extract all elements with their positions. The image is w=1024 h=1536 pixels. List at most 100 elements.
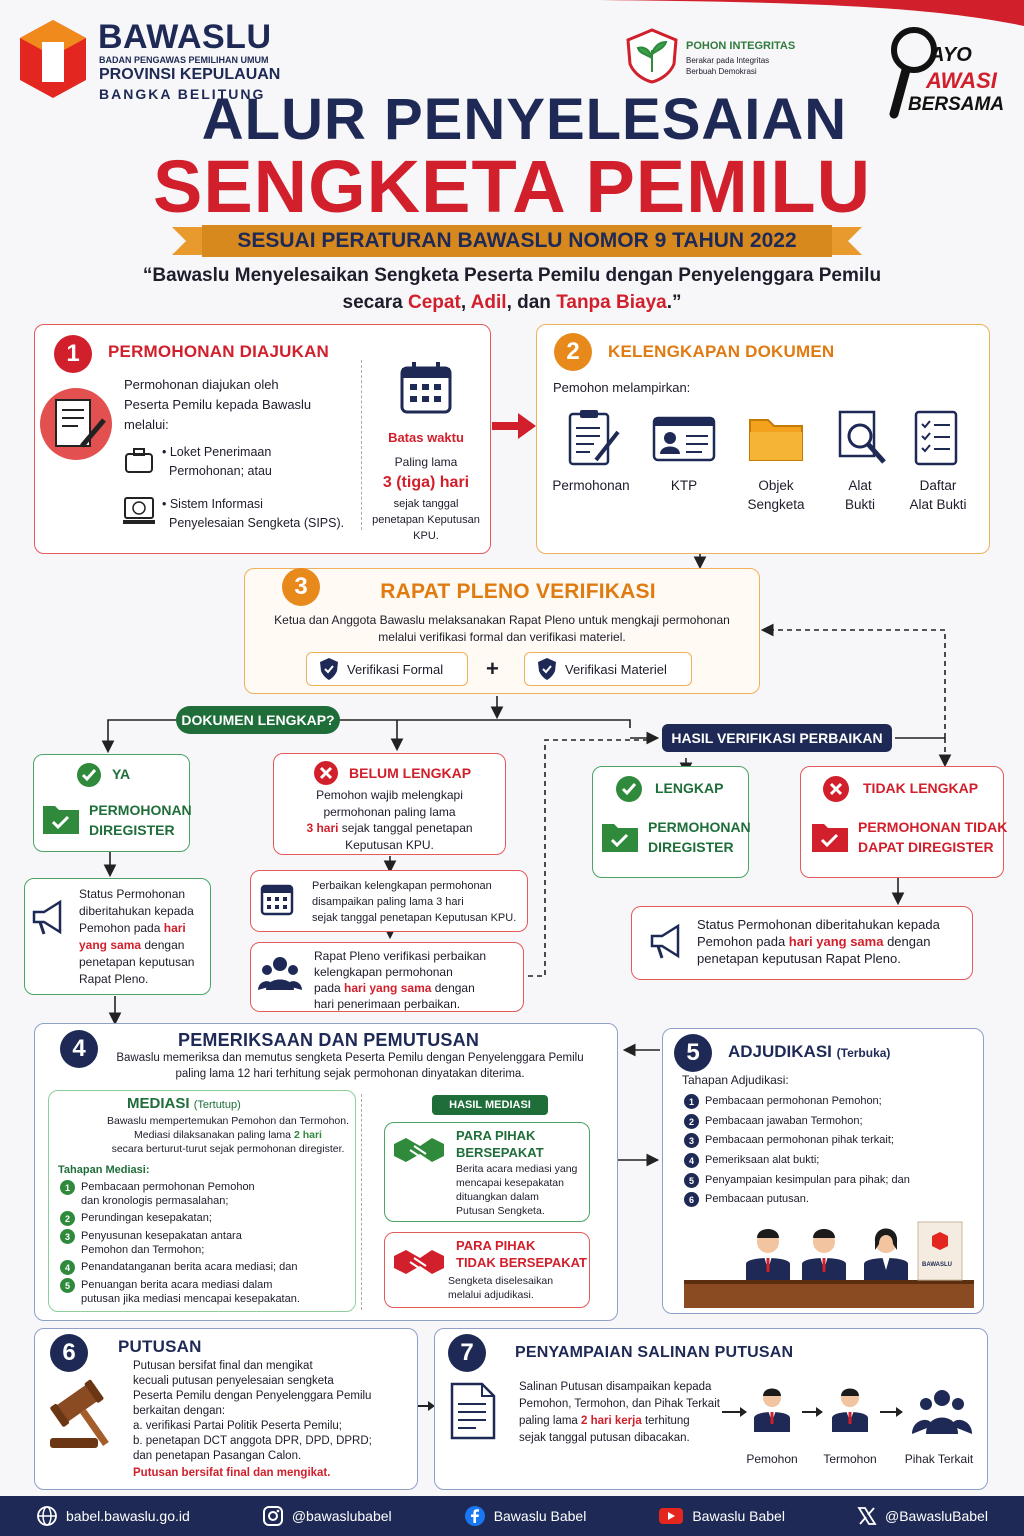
check-circle-icon xyxy=(76,762,102,788)
step7-title: PENYAMPAIAN SALINAN PUTUSAN xyxy=(515,1344,794,1361)
step6-title: PUTUSAN xyxy=(118,1337,202,1356)
verifikasi-materiel-pill: Verifikasi Materiel xyxy=(524,652,692,686)
dokumen-lengkap-pill: DOKUMEN LENGKAP? xyxy=(176,706,340,734)
step7-number: 7 xyxy=(448,1334,486,1372)
shield-check-icon xyxy=(538,658,556,680)
check-circle-icon xyxy=(615,775,643,803)
pohon-title: POHON INTEGRITAS xyxy=(686,40,796,52)
meeting-people-icon xyxy=(258,954,302,992)
recipient-pihak-terkait: Pihak Terkait xyxy=(904,1452,974,1466)
footer-youtube[interactable]: Bawaslu Babel xyxy=(658,1506,785,1526)
briefcase-icon xyxy=(124,446,154,474)
plus-sign: + xyxy=(486,656,499,681)
tahapan-adjudikasi-label: Tahapan Adjudikasi: xyxy=(682,1073,789,1087)
green-folder-check-icon xyxy=(41,802,81,836)
footer-instagram[interactable]: @bawaslubabel xyxy=(262,1505,392,1527)
step6-number: 6 xyxy=(50,1334,88,1372)
judges-panel-illustration xyxy=(684,1214,974,1310)
ya-label: YA xyxy=(112,766,131,782)
step5-title: ADJUDIKASI (Terbuka) xyxy=(728,1042,891,1061)
handshake-icon xyxy=(392,1244,446,1280)
belum-lengkap-card xyxy=(273,753,506,855)
x-circle-icon xyxy=(822,775,850,803)
step1-title: PERMOHONAN DIAJUKAN xyxy=(108,342,330,361)
shield-check-icon xyxy=(320,658,338,680)
quote-line2: secara Cepat, Adil, dan Tanpa Biaya.” xyxy=(342,292,682,313)
arrow-1-to-2 xyxy=(492,413,536,439)
gavel-icon xyxy=(44,1376,116,1452)
instagram-icon xyxy=(262,1506,283,1526)
brand-line2: PROVINSI KEPULAUAN xyxy=(99,66,281,83)
checklist-icon xyxy=(914,410,960,466)
recipients-flow xyxy=(722,1388,972,1434)
pohon-integritas-logo xyxy=(626,28,678,84)
handshake-icon xyxy=(392,1132,446,1168)
tidak-bersepakat-card xyxy=(384,1232,590,1308)
perbaikan-card xyxy=(250,870,528,932)
document-pen-icon xyxy=(38,386,114,462)
top-swoosh xyxy=(600,0,1024,26)
verifikasi-formal-pill: Verifikasi Formal xyxy=(306,652,468,686)
footer-website[interactable]: babel.bawaslu.go.id xyxy=(36,1505,190,1527)
title-ribbon xyxy=(172,225,862,257)
step1-batas-waktu: Batas waktu xyxy=(388,430,464,445)
quote-line1: “Bawaslu Menyelesaikan Sengketa Peserta … xyxy=(142,265,882,286)
bersepakat-card xyxy=(384,1122,590,1222)
title-ribbon-text: SESUAI PERATURAN BAWASLU NOMOR 9 TAHUN 2… xyxy=(237,229,797,252)
step5-number: 5 xyxy=(674,1034,712,1072)
pohon-sub2: Berbuah Demokrasi xyxy=(686,67,757,76)
mediasi-card xyxy=(48,1090,356,1312)
facebook-icon xyxy=(464,1506,485,1526)
brand-line1: BADAN PENGAWAS PEMILIHAN UMUM xyxy=(99,55,269,65)
step1-divider xyxy=(361,360,362,530)
step3-number: 3 xyxy=(282,568,320,606)
lengkap-label: LENGKAP xyxy=(655,780,724,796)
arrows-4-5 xyxy=(618,1043,660,1167)
judges-flag-text: BAWASLU xyxy=(922,1262,952,1268)
id-card-icon xyxy=(652,416,716,462)
magnifier-doc-icon xyxy=(836,410,888,466)
rapat-perbaikan-card xyxy=(250,942,524,1012)
green-folder-check-icon xyxy=(600,820,640,854)
tahapan-mediasi-label: Tahapan Mediasi: xyxy=(58,1164,150,1176)
footer-x[interactable]: @BawasluBabel xyxy=(857,1506,988,1526)
title-line2: SENGKETA PEMILU xyxy=(152,145,872,228)
hasil-verifikasi-pill: HASIL VERIFIKASI PERBAIKAN xyxy=(662,724,892,752)
step6-card xyxy=(34,1328,418,1490)
tidak-status-card xyxy=(631,906,973,980)
belum-lengkap-label: BELUM LENGKAP xyxy=(349,765,472,781)
recipient-pemohon: Pemohon xyxy=(746,1452,798,1466)
red-folder-check-icon xyxy=(810,820,850,854)
x-circle-icon xyxy=(313,760,339,786)
footer-facebook[interactable]: Bawaslu Babel xyxy=(464,1505,586,1527)
arrow-6-to-7 xyxy=(418,1401,435,1411)
hasil-mediasi-pill: HASIL MEDIASI xyxy=(432,1095,548,1115)
step4-number: 4 xyxy=(60,1030,98,1068)
clipboard-pen-icon xyxy=(566,408,622,466)
step4-desc: Bawaslu memeriksa dan memutus sengketa P… xyxy=(116,1052,584,1080)
step4-title: PEMERIKSAAN DAN PEMUTUSAN xyxy=(178,1030,480,1050)
step1-number: 1 xyxy=(54,335,92,373)
doc-label-permohonan: Permohonan xyxy=(552,478,630,493)
